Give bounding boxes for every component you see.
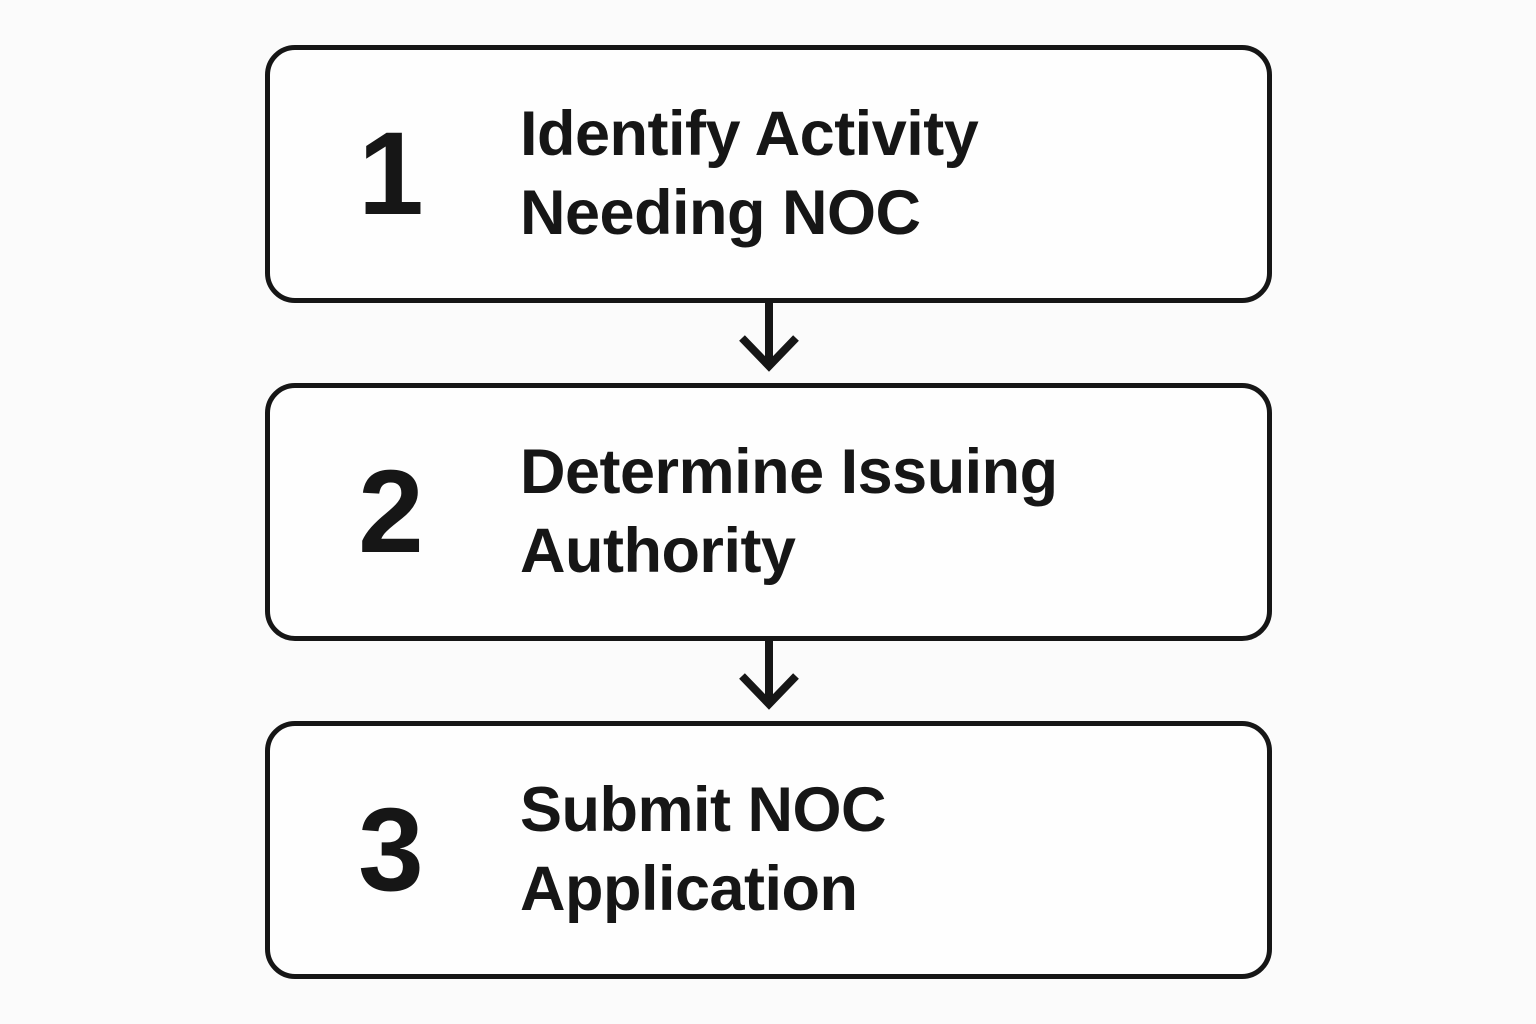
- flow-connector-2: [265, 641, 1272, 721]
- step-number: 1: [358, 108, 424, 240]
- arrow-down-icon: [738, 303, 799, 372]
- step-label-line: Determine Issuing: [520, 436, 1058, 507]
- step-box-1: 1 Identify Activity Needing NOC: [265, 45, 1272, 303]
- step-label: Identify Activity Needing NOC: [520, 95, 979, 254]
- step-label-line: Identify Activity: [520, 98, 979, 169]
- step-label: Submit NOC Application: [520, 771, 887, 930]
- noc-process-flowchart: 1 Identify Activity Needing NOC 2 Determ…: [265, 45, 1272, 979]
- step-number: 2: [358, 446, 424, 578]
- step-label-line: Application: [520, 854, 858, 924]
- step-box-2: 2 Determine Issuing Authority: [265, 383, 1272, 641]
- step-number: 3: [358, 784, 424, 916]
- step-label-line: Authority: [520, 516, 796, 586]
- step-label: Determine Issuing Authority: [520, 433, 1058, 592]
- step-box-3: 3 Submit NOC Application: [265, 721, 1272, 979]
- arrow-down-icon: [738, 641, 799, 710]
- flow-connector-1: [265, 303, 1272, 383]
- step-label-line: Needing NOC: [520, 178, 921, 248]
- step-label-line: Submit NOC: [520, 774, 887, 845]
